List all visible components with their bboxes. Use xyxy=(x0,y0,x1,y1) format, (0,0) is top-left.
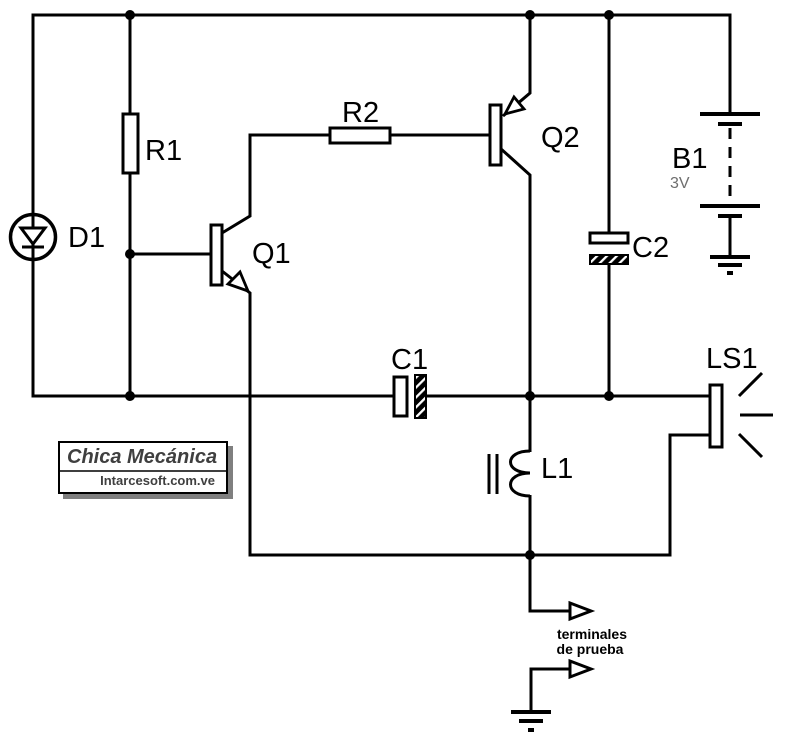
r1-resistor-body xyxy=(121,112,140,175)
c1-plate-positive xyxy=(392,375,409,418)
d1-diode-triangle xyxy=(18,226,48,247)
q1-emitter-arrow xyxy=(225,269,251,294)
watermark-subtitle: Intarcesoft.com.ve xyxy=(100,473,215,488)
wire-top-rail xyxy=(31,13,732,398)
b1-label: B1 xyxy=(672,143,707,175)
d1-label: D1 xyxy=(68,222,105,254)
test-terminals-caption-line1: terminales xyxy=(557,626,627,642)
q1-label: Q1 xyxy=(252,238,291,270)
junction-dot xyxy=(125,391,135,401)
junction-dot xyxy=(604,10,614,20)
watermark-box: Chica Mecánica Intarcesoft.com.ve xyxy=(58,441,228,494)
ls1-sound-waves xyxy=(737,371,773,459)
watermark-title: Chica Mecánica xyxy=(60,443,226,472)
wire-q1-collector xyxy=(221,133,330,235)
test-terminal-2-arrow xyxy=(568,658,596,680)
q2-emitter-arrow xyxy=(502,94,527,117)
component-bodies xyxy=(121,103,724,449)
q1-transistor-bar xyxy=(209,223,224,287)
r2-resistor-body xyxy=(328,126,392,145)
junction-dot xyxy=(125,249,135,259)
c1-label: C1 xyxy=(391,344,428,376)
test-terminal-1-arrow xyxy=(568,600,596,622)
b1-value-label: 3V xyxy=(670,175,690,192)
wire-test-terminal-1 xyxy=(528,555,569,613)
c1-plate-negative-hatched xyxy=(414,374,427,419)
junction-dot xyxy=(604,391,614,401)
l1-core-lines xyxy=(487,454,499,494)
test-terminals-caption-line2: de prueba xyxy=(557,641,624,657)
wires xyxy=(31,13,732,711)
junction-dot xyxy=(525,391,535,401)
wire-test-terminal-2 xyxy=(529,667,569,711)
wire-q1-emitter-bottom-rail xyxy=(221,269,710,557)
ls1-wave-bottom xyxy=(737,432,764,459)
junction-dot xyxy=(525,550,535,560)
c2-plate-positive xyxy=(588,231,630,245)
ls1-speaker-body xyxy=(708,383,724,449)
q2-transistor-bar xyxy=(488,103,503,167)
l1-coil xyxy=(509,449,531,498)
q2-label: Q2 xyxy=(541,122,580,154)
c2-plate-negative-hatched xyxy=(589,254,629,265)
junction-dot xyxy=(525,10,535,20)
wire-q2-collector xyxy=(498,146,532,396)
ls1-label: LS1 xyxy=(706,343,758,375)
c2-label: C2 xyxy=(632,232,669,264)
junction-dots xyxy=(125,10,614,560)
battery-and-grounds xyxy=(511,112,760,732)
l1-label: L1 xyxy=(541,453,573,485)
r1-label: R1 xyxy=(145,135,182,167)
r2-label: R2 xyxy=(342,97,379,129)
junction-dot xyxy=(125,10,135,20)
ls1-wave-top xyxy=(737,371,764,398)
